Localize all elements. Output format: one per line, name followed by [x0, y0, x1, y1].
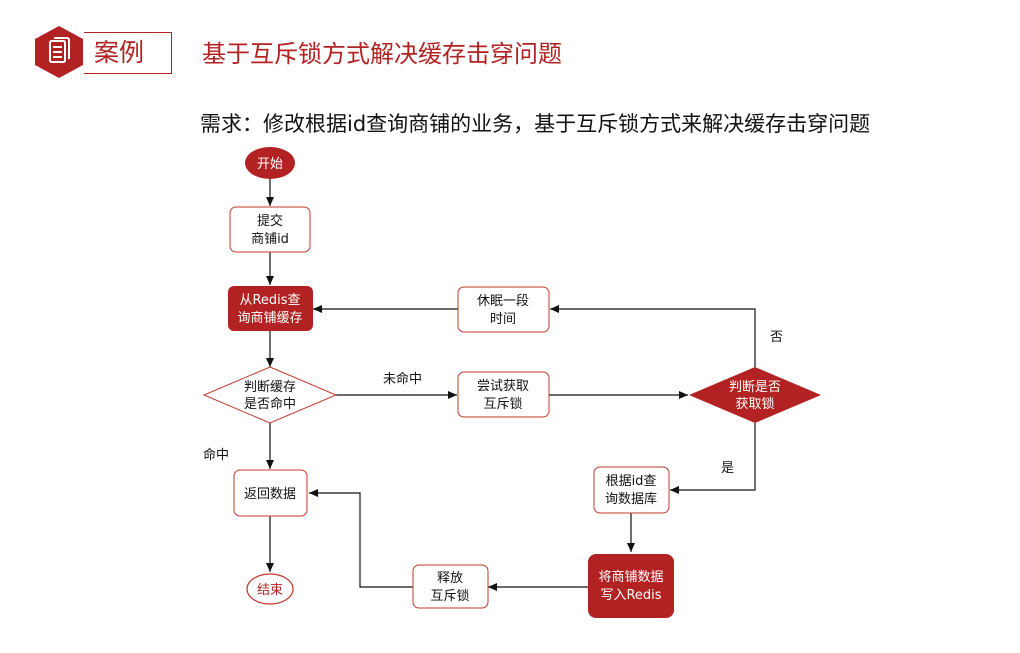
node-query-redis: 从Redis查 询商铺缓存 — [228, 286, 313, 331]
svg-text:互斥锁: 互斥锁 — [430, 588, 469, 604]
edge-label-yes: 是 — [721, 461, 734, 476]
page-title: 基于互斥锁方式解决缓存击穿问题 — [202, 40, 562, 68]
edge-label-no: 否 — [770, 330, 783, 345]
svg-text:结束: 结束 — [257, 583, 283, 598]
node-try-lock: 尝试获取 互斥锁 — [457, 371, 550, 418]
node-end: 结束 — [246, 573, 294, 605]
node-submit: 提交 商铺id — [229, 206, 311, 253]
node-cache-hit-decision: 判断缓存 是否命中 — [202, 366, 338, 424]
node-lock-decision: 判断是否 获取锁 — [689, 367, 821, 423]
svg-text:是否命中: 是否命中 — [244, 396, 296, 412]
svg-text:尝试获取: 尝试获取 — [477, 379, 529, 394]
svg-text:写入Redis: 写入Redis — [600, 588, 661, 603]
node-return-data: 返回数据 — [233, 469, 308, 517]
svg-text:返回数据: 返回数据 — [244, 487, 296, 502]
svg-text:休眠一段: 休眠一段 — [477, 294, 529, 309]
svg-text:从Redis查: 从Redis查 — [239, 293, 300, 308]
node-start: 开始 — [245, 147, 295, 179]
requirement-text: 需求：修改根据id查询商铺的业务，基于互斥锁方式来解决缓存击穿问题 — [200, 112, 871, 136]
svg-text:将商铺数据: 将商铺数据 — [598, 570, 663, 585]
svg-text:判断是否: 判断是否 — [729, 380, 781, 395]
edge-yes — [670, 423, 756, 494]
document-icon — [35, 26, 83, 78]
edge-release-return — [309, 489, 413, 588]
edge-label-miss: 未命中 — [383, 371, 422, 387]
section-label: 案例 — [84, 32, 172, 74]
svg-text:时间: 时间 — [490, 312, 516, 327]
svg-text:互斥锁: 互斥锁 — [483, 396, 522, 412]
edge-label-hit: 命中 — [203, 447, 229, 463]
svg-text:释放: 释放 — [437, 571, 463, 586]
edge-no — [550, 305, 756, 367]
node-release-lock: 释放 互斥锁 — [412, 564, 489, 609]
svg-text:根据id查: 根据id查 — [606, 474, 657, 489]
node-write-redis: 将商铺数据 写入Redis — [588, 554, 674, 618]
svg-text:询数据库: 询数据库 — [605, 491, 657, 507]
svg-text:开始: 开始 — [257, 157, 283, 172]
svg-text:提交: 提交 — [257, 213, 283, 229]
svg-text:获取锁: 获取锁 — [735, 396, 774, 412]
svg-text:商铺id: 商铺id — [251, 232, 289, 247]
node-sleep: 休眠一段 时间 — [457, 286, 550, 333]
node-query-db: 根据id查 询数据库 — [593, 466, 670, 514]
svg-text:判断缓存: 判断缓存 — [244, 380, 296, 395]
svg-text:询商铺缓存: 询商铺缓存 — [237, 311, 302, 326]
